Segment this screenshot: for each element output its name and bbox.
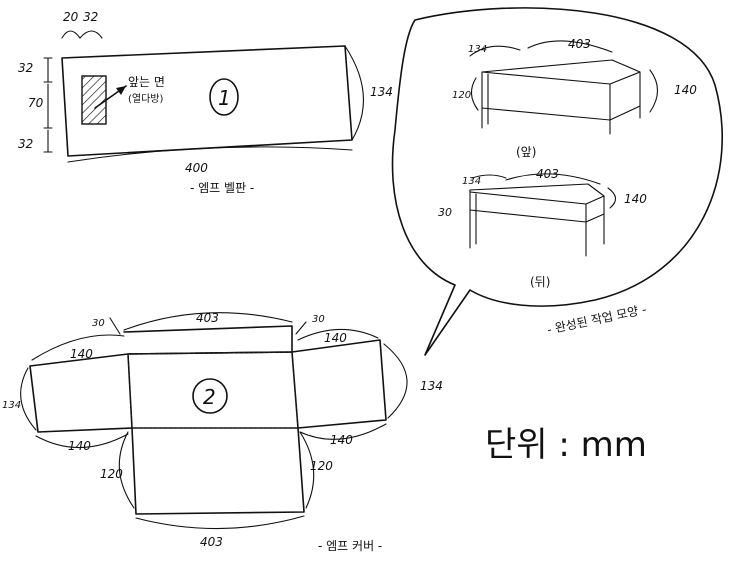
back-view: 403 134 30 140 (뒤) xyxy=(438,167,647,289)
circled-number-2 xyxy=(192,378,228,414)
back-dim-right: 140 xyxy=(624,192,647,206)
dim-arc-left-flap-bottom xyxy=(35,433,129,449)
bubble-caption: - 완성된 작업 모양 - xyxy=(546,302,648,337)
dim-arc-left-flap-top xyxy=(31,334,125,361)
back-top-face xyxy=(469,183,605,205)
panel-amp-back-plate: 20 32 134 32 70 32 앞는 면 (열다방) 1 400 - xyxy=(18,10,393,195)
back-dim-arc-right xyxy=(607,187,617,209)
dim-top: 403 xyxy=(196,311,219,325)
dim-right-side: 134 xyxy=(420,379,443,393)
note-line-1: 앞는 면 xyxy=(128,75,165,89)
back-dim-arc-left-top xyxy=(471,174,507,179)
right-flap xyxy=(291,339,387,429)
panel1-caption: - 엠프 벨판 - xyxy=(190,181,254,195)
front-dim-arc-top xyxy=(527,40,613,53)
dim-corner-right: 30 xyxy=(312,314,325,325)
bubble-outline xyxy=(391,7,723,356)
dim-arc-right-lower xyxy=(299,431,315,509)
dim-top-a: 20 xyxy=(63,10,79,24)
front-body-lines xyxy=(481,71,641,135)
dim-left-flap-top: 140 xyxy=(70,347,93,361)
dim-bottom: 400 xyxy=(185,161,208,175)
back-dim-top: 403 xyxy=(536,167,559,181)
front-left-leg xyxy=(481,71,489,129)
bottom-face xyxy=(131,427,305,515)
dim-left-top: 32 xyxy=(18,61,33,75)
front-caption: (앞) xyxy=(516,145,536,159)
front-dim-left: 120 xyxy=(452,90,471,101)
left-flap xyxy=(29,353,133,433)
hatched-opening xyxy=(81,75,107,125)
dim-corner-left: 30 xyxy=(92,318,105,329)
unit-label: 단위 : mm xyxy=(485,425,647,465)
front-dim-top: 403 xyxy=(568,37,591,51)
dim-line-left-top xyxy=(43,57,53,83)
dim-left-flap-side: 134 xyxy=(2,400,21,411)
back-body-lines xyxy=(469,195,605,257)
dim-left-mid: 70 xyxy=(28,96,44,110)
front-view: 403 134 120 140 (앞) xyxy=(452,37,697,159)
dim-top-b: 32 xyxy=(83,10,98,24)
dim-arc-right xyxy=(344,45,364,141)
back-dim-left: 30 xyxy=(438,206,452,219)
panel1-number: 1 xyxy=(218,86,231,110)
back-dim-left-top: 134 xyxy=(462,176,481,187)
dim-left-bot: 32 xyxy=(18,137,33,151)
dim-left-flap-bottom: 140 xyxy=(68,439,91,453)
dim-right-flap-top: 140 xyxy=(324,331,347,345)
circled-number-1 xyxy=(209,78,239,116)
dim-right: 134 xyxy=(370,85,393,99)
corner-left-arrow xyxy=(109,317,121,335)
corner-right-arrow xyxy=(295,321,307,335)
dim-line-left-bot xyxy=(43,129,53,153)
back-left-leg xyxy=(469,189,477,249)
front-dim-right: 140 xyxy=(674,83,697,97)
dim-left-lower: 120 xyxy=(100,467,123,481)
dim-arc-right-flap-bottom xyxy=(299,423,387,440)
panel-amp-cover-net: 403 30 30 140 140 134 140 140 134 120 12… xyxy=(2,311,443,553)
bubble-finished-shape: 403 134 120 140 (앞) 403 134 30 140 (뒤) -… xyxy=(391,7,723,356)
panel2-caption: - 엠프 커버 - xyxy=(318,539,382,553)
dim-right-lower: 120 xyxy=(310,459,333,473)
back-dim-arc-top xyxy=(505,173,601,185)
dim-arc-left-lower xyxy=(118,431,135,509)
note-line-2: (열다방) xyxy=(128,93,164,105)
dim-right-flap-bottom: 140 xyxy=(330,433,353,447)
front-dim-arc-left xyxy=(470,77,479,111)
dim-bottom: 403 xyxy=(200,535,223,549)
front-dim-arc-right xyxy=(649,69,659,113)
front-top-face xyxy=(481,59,641,85)
front-dim-left-top: 134 xyxy=(468,44,487,55)
dim-arc-left-flap-side xyxy=(20,367,37,431)
dim-arc-right-side xyxy=(383,343,408,419)
note-arrow-head xyxy=(116,86,126,95)
front-dim-arc-left-top xyxy=(469,45,521,57)
dim-line-left-mid xyxy=(43,83,53,129)
dim-arc-bottom xyxy=(67,146,353,163)
dim-arc-32 xyxy=(79,30,103,39)
dim-arc-20 xyxy=(61,30,81,39)
panel2-number: 2 xyxy=(203,385,216,409)
top-tab xyxy=(123,325,293,355)
back-caption: (뒤) xyxy=(530,275,550,289)
dim-arc-bottom xyxy=(135,515,305,530)
dim-arc-right-flap-top xyxy=(297,328,379,341)
dim-arc-top xyxy=(123,312,293,331)
